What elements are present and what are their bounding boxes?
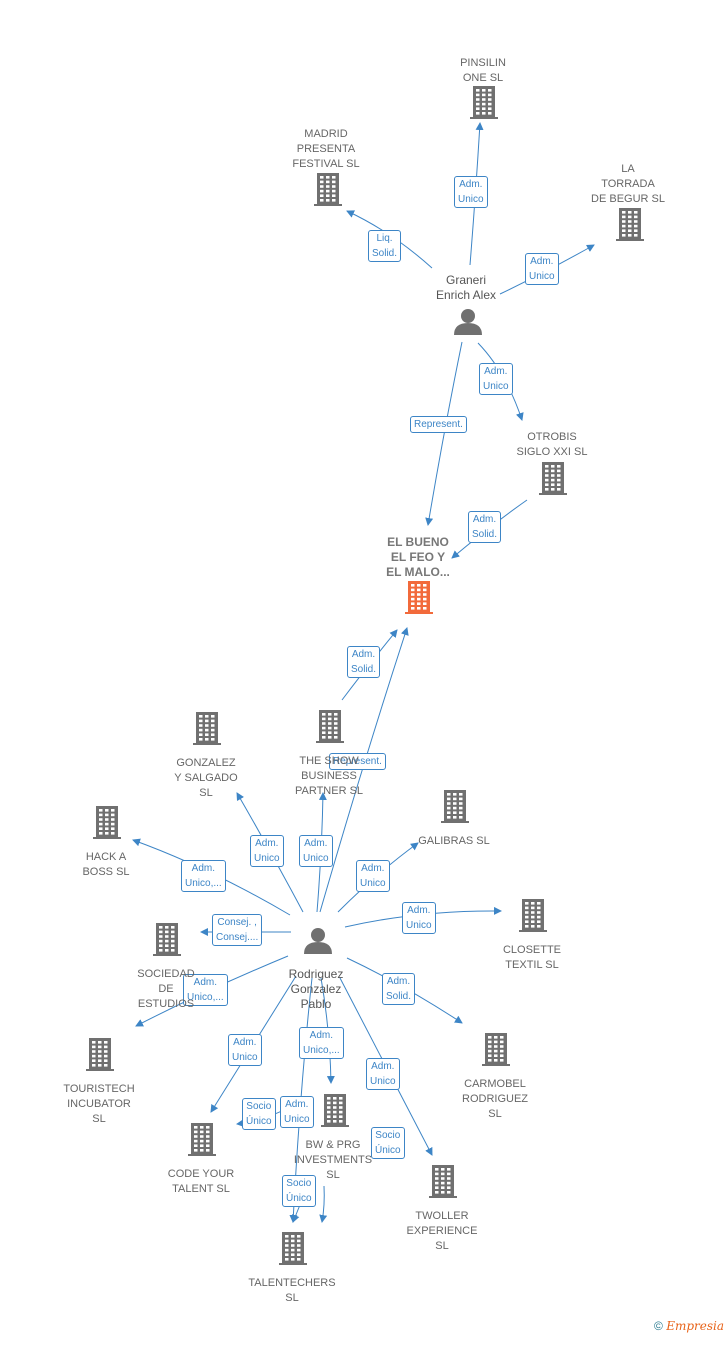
edge-label[interactable]: Socio Único [282, 1175, 316, 1207]
building-icon[interactable] [316, 710, 344, 743]
edge-label[interactable]: Consej. , Consej.... [212, 914, 263, 946]
building-icon[interactable] [405, 581, 433, 614]
building-icon[interactable] [321, 1094, 349, 1127]
edge-label[interactable]: Socio Único [371, 1127, 405, 1159]
edge-line [319, 1185, 328, 1223]
node-label-codeyour[interactable]: CODE YOUR TALENT SL [167, 1168, 235, 1195]
node-label-torrada[interactable]: LA TORRADA DE BEGUR SL [591, 163, 665, 205]
edge-label[interactable]: Adm. Solid. [468, 511, 502, 543]
edge-label[interactable]: Adm. Unico [479, 363, 513, 395]
edge-label[interactable]: Adm. Unico,... [181, 860, 226, 892]
edge-label[interactable]: Adm. Unico [356, 860, 390, 892]
building-icon[interactable] [193, 712, 221, 745]
edge-label[interactable]: Adm. Unico [525, 253, 559, 285]
node-label-carmobel[interactable]: CARMOBEL RODRIGUEZ SL [462, 1078, 528, 1120]
building-icon[interactable] [482, 1033, 510, 1066]
edge-label[interactable]: Adm. Unico,... [183, 974, 228, 1006]
edge-label[interactable]: Adm. Unico [280, 1096, 314, 1128]
node-label-madrid[interactable]: MADRID PRESENTA FESTIVAL SL [292, 128, 360, 170]
person-icon[interactable] [454, 309, 482, 335]
node-label-bueno[interactable]: EL BUENO EL FEO Y EL MALO... [386, 535, 450, 579]
brand-name: Empresia [666, 1319, 724, 1333]
node-label-sociedad[interactable]: SOCIEDAD DE ESTUDIOS [137, 968, 195, 1010]
person-icon[interactable] [304, 928, 332, 954]
building-icon[interactable] [314, 173, 342, 206]
edge-line [425, 341, 463, 526]
node-label-galibras[interactable]: GALIBRAS SL [418, 835, 490, 847]
building-icon[interactable] [519, 899, 547, 932]
edge-label[interactable]: Adm. Unico [402, 902, 436, 934]
building-icon[interactable] [616, 208, 644, 241]
node-label-otrobis[interactable]: OTROBIS SIGLO XXI SL [516, 431, 588, 458]
node-label-closette[interactable]: CLOSETTE TEXTIL SL [502, 944, 562, 971]
edge-label[interactable]: Adm. Unico [366, 1058, 400, 1090]
edge-label[interactable]: Socio Único [242, 1098, 276, 1130]
node-label-pinsilin[interactable]: PINSILIN ONE SL [460, 57, 506, 84]
node-label-touristech[interactable]: TOURISTECH INCUBATOR SL [63, 1083, 135, 1125]
edge-label[interactable]: Adm. Unico [299, 835, 333, 867]
footer-brand: © Empresia [654, 1319, 724, 1333]
building-icon[interactable] [279, 1232, 307, 1265]
edge-label[interactable]: Adm. Unico [454, 176, 488, 208]
building-icon[interactable] [86, 1038, 114, 1071]
node-label-rodriguez[interactable]: Rodriguez Gonzalez Pablo [288, 967, 344, 1011]
node-label-bwprg[interactable]: BW & PRG INVESTMENTS SL [293, 1139, 373, 1181]
copyright-symbol: © [654, 1319, 663, 1333]
edge-label[interactable]: Adm. Solid. [347, 646, 381, 678]
edge-label[interactable]: Represent. [410, 416, 467, 433]
building-icon[interactable] [153, 923, 181, 956]
node-label-gonzalez[interactable]: GONZALEZ Y SALGADO SL [174, 757, 238, 799]
edge-label[interactable]: Adm. Unico,... [299, 1027, 344, 1059]
building-icon[interactable] [470, 86, 498, 119]
building-icon[interactable] [441, 790, 469, 823]
building-icon[interactable] [93, 806, 121, 839]
building-icon[interactable] [429, 1165, 457, 1198]
node-label-show[interactable]: THE SHOW BUSINESS PARTNER SL [294, 755, 364, 797]
edge-label[interactable]: Represent. [329, 753, 386, 770]
edge-label[interactable]: Adm. Unico [250, 835, 284, 867]
building-icon[interactable] [539, 462, 567, 495]
node-label-hack[interactable]: HACK A BOSS SL [82, 851, 130, 878]
edge-label[interactable]: Adm. Solid. [382, 973, 416, 1005]
building-icon[interactable] [188, 1123, 216, 1156]
node-label-twoller[interactable]: TWOLLER EXPERIENCE SL [406, 1210, 478, 1252]
node-label-graneri[interactable]: Graneri Enrich Alex [435, 273, 497, 302]
edge-label[interactable]: Liq. Solid. [368, 230, 402, 262]
edge-label[interactable]: Adm. Unico [228, 1034, 262, 1066]
node-label-talentechers[interactable]: TALENTECHERS SL [248, 1277, 336, 1304]
